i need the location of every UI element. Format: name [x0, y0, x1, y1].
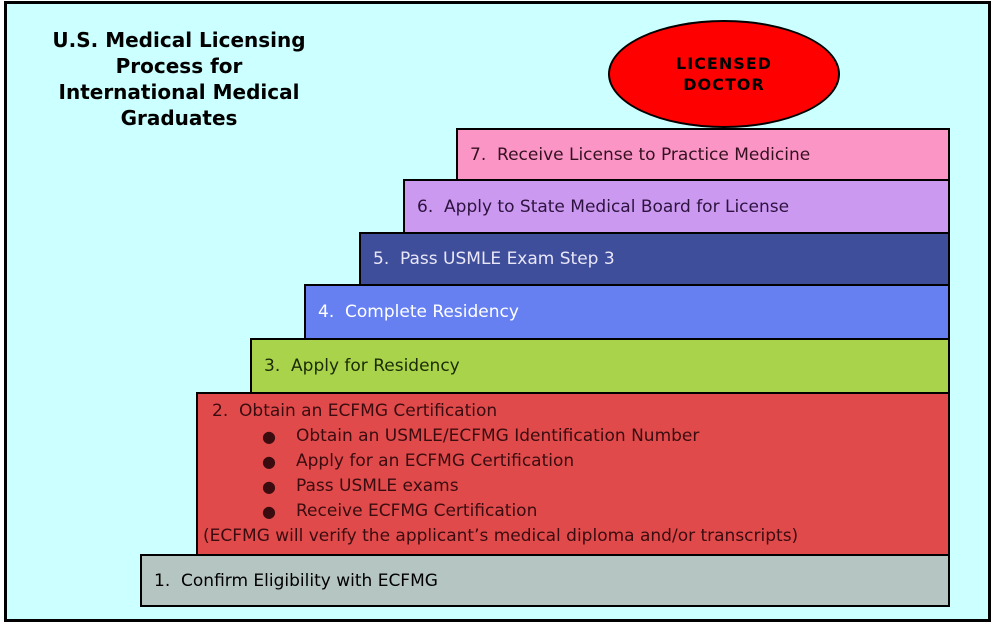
- step-2-label: 2. Obtain an ECFMG Certification: [212, 401, 498, 421]
- step-4-bar: 4. Complete Residency: [304, 284, 950, 340]
- step-5-bar: 5. Pass USMLE Exam Step 3: [359, 232, 950, 286]
- step-7-bar: 7. Receive License to Practice Medicine: [456, 128, 950, 181]
- step-2-bar: 2. Obtain an ECFMG Certification ● Obtain …: [196, 392, 950, 556]
- step-1-label: 1. Confirm Eligibility with ECFMG: [154, 570, 438, 591]
- title-line: U.S. Medical Licensing: [52, 28, 306, 52]
- step-1-bar: 1. Confirm Eligibility with ECFMG: [140, 554, 950, 607]
- step-4-label: 4. Complete Residency: [318, 302, 519, 322]
- step-3-label: 3. Apply for Residency: [264, 356, 460, 376]
- terminal-label: LICENSED: [676, 54, 772, 73]
- step-2-bullet-row: ● Pass USMLE exams: [198, 474, 948, 499]
- step-2-bullet-row: ● Apply for an ECFMG Certification: [198, 449, 948, 474]
- terminal-label: DOCTOR: [683, 75, 765, 94]
- step-2-footnote: (ECFMG will verify the applicant’s medic…: [203, 526, 799, 546]
- licensed-doctor-terminal: LICENSED DOCTOR: [608, 20, 840, 128]
- step-2-bullet-row: ● Obtain an USMLE/ECFMG Identification Nu…: [198, 424, 948, 449]
- bullet-icon: ●: [262, 477, 276, 496]
- step-6-label: 6. Apply to State Medical Board for Lice…: [417, 196, 790, 217]
- title-line: Process for: [115, 54, 243, 78]
- bullet-label: Pass USMLE exams: [296, 476, 459, 496]
- title-line: International Medical: [58, 80, 300, 104]
- step-2-bullet-row: ● Receive ECFMG Certification: [198, 499, 948, 524]
- bullet-label: Apply for an ECFMG Certification: [296, 451, 575, 471]
- bullet-icon: ●: [262, 502, 276, 521]
- bullet-icon: ●: [262, 452, 276, 471]
- step-5-label: 5. Pass USMLE Exam Step 3: [373, 249, 615, 269]
- bullet-label: Obtain an USMLE/ECFMG Identification Num…: [296, 426, 700, 446]
- step-6-bar: 6. Apply to State Medical Board for Lice…: [403, 179, 950, 234]
- bullet-icon: ●: [262, 427, 276, 446]
- title-line: Graduates: [120, 106, 238, 130]
- step-7-label: 7. Receive License to Practice Medicine: [470, 144, 811, 165]
- bullet-label: Receive ECFMG Certification: [296, 501, 538, 521]
- step-3-bar: 3. Apply for Residency: [250, 338, 950, 394]
